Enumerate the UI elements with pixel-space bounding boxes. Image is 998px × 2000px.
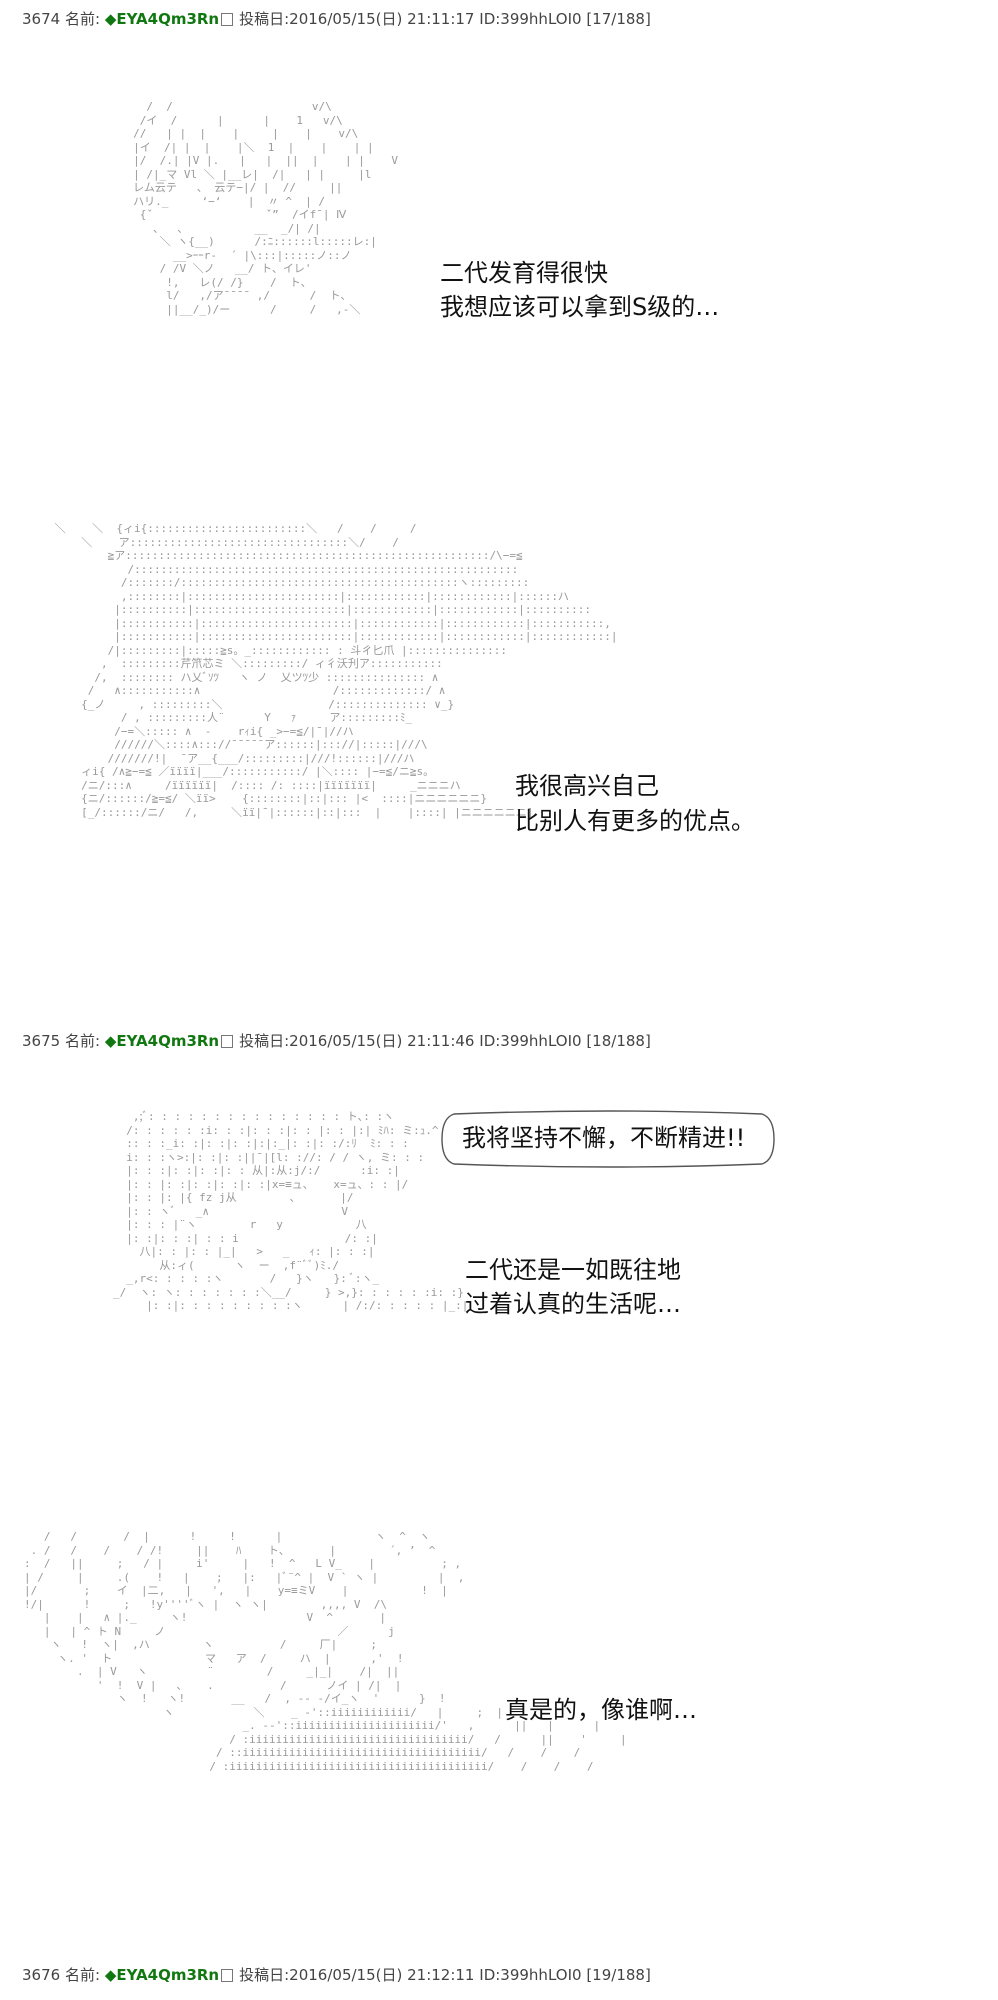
- author-link[interactable]: ◆EYA4Qm3Rn: [104, 1032, 220, 1050]
- dialog-line: 二代发育得很快: [440, 259, 608, 287]
- ascii-art-girl-2: ＼ ＼ {ィi{::::::::::::::::::::::::＼ / / / …: [54, 522, 618, 819]
- box-icon: [221, 1035, 234, 1048]
- post-date: 投稿日:2016/05/15(日) 21:12:11: [239, 1966, 475, 1984]
- page-counter: [17/188]: [586, 10, 651, 28]
- post-number: 3675: [22, 1032, 61, 1050]
- box-icon: [221, 13, 234, 26]
- post-id[interactable]: ID:399hhLOI0: [479, 10, 582, 28]
- page-counter: [18/188]: [586, 1032, 651, 1050]
- name-label: 名前:: [64, 1032, 101, 1050]
- post-date: 投稿日:2016/05/15(日) 21:11:17: [239, 10, 475, 28]
- post-id[interactable]: ID:399hhLOI0: [479, 1966, 582, 1984]
- post-header-3676: 3676 名前: ◆EYA4Qm3Rn 投稿日:2016/05/15(日) 21:…: [22, 1964, 651, 1986]
- dialog-line: 过着认真的生活呢…: [465, 1290, 681, 1318]
- dialog-line: 比别人有更多的优点。: [515, 807, 755, 835]
- name-label: 名前:: [64, 10, 101, 28]
- page-counter: [19/188]: [586, 1966, 651, 1984]
- author-link[interactable]: ◆EYA4Qm3Rn: [104, 1966, 220, 1984]
- dialog-line: 真是的，像谁啊…: [505, 1696, 697, 1724]
- author-link[interactable]: ◆EYA4Qm3Rn: [104, 10, 220, 28]
- speech-bubble-outline: [441, 1110, 775, 1168]
- name-label: 名前:: [64, 1966, 101, 1984]
- post-number: 3674: [22, 10, 61, 28]
- ascii-art-girl-3: ,;ﾞ: : : : : : : : : : : : : : : ト､: :ヽ …: [112, 1110, 469, 1312]
- post-date: 投稿日:2016/05/15(日) 21:11:46: [239, 1032, 475, 1050]
- ascii-art-girl-4: / / / | ! ! | ヽ ^ ヽ . / / / / /! || ﾊ ト、…: [24, 1530, 627, 1773]
- post-header-3675: 3675 名前: ◆EYA4Qm3Rn 投稿日:2016/05/15(日) 21:…: [22, 1030, 651, 1052]
- speech-bubble: 我将坚持不懈，不断精进!!: [440, 1110, 778, 1168]
- post-number: 3676: [22, 1966, 61, 1984]
- dialog-line: 我想应该可以拿到S级的…: [440, 293, 720, 321]
- dialog-line: 我很高兴自己: [515, 772, 659, 800]
- dialog-line: 二代还是一如既往地: [465, 1256, 681, 1284]
- bubble-text: 我将坚持不懈，不断精进!!: [462, 1124, 746, 1152]
- box-icon: [221, 1969, 234, 1982]
- post-header-3674: 3674 名前: ◆EYA4Qm3Rn 投稿日:2016/05/15(日) 21:…: [22, 8, 651, 30]
- post-id[interactable]: ID:399hhLOI0: [479, 1032, 582, 1050]
- ascii-art-girl-1: / / v/\ /イ / | | 1 v/\ // | | | | | | v/…: [133, 100, 399, 316]
